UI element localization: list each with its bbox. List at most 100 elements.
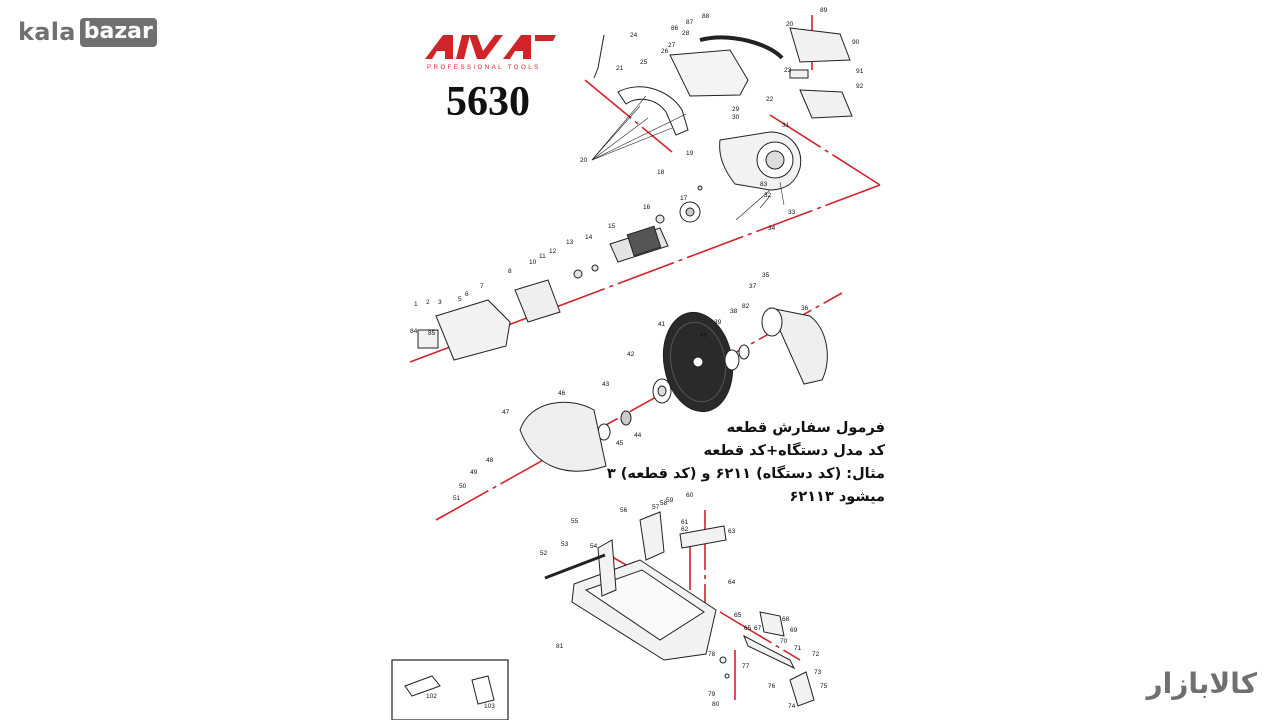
accessory-box [391, 659, 509, 720]
part-label: 48 [486, 457, 494, 464]
part-label: 86 [671, 25, 679, 32]
brand-logo: PROFESSIONAL TOOLS [425, 35, 556, 71]
part-label: 58 [660, 500, 668, 507]
part-label: 6 [465, 291, 469, 298]
part-label: 43 [602, 381, 610, 388]
part-label: 16 [643, 204, 651, 211]
part-label: 78 [708, 651, 716, 658]
blade-guard [519, 307, 828, 472]
model-number: 5630 [446, 79, 530, 125]
part-label: 64 [728, 579, 736, 586]
part-label: 72 [812, 651, 820, 658]
part-label: 62 [681, 526, 689, 533]
part-label: 80 [712, 701, 720, 708]
part-label: 39 [714, 319, 722, 326]
part-label: 5 [458, 296, 462, 303]
part-label: 87 [686, 19, 694, 26]
armature [514, 185, 703, 323]
part-label: 52 [540, 550, 548, 557]
part-label: 103 [484, 703, 495, 710]
part-label: 46 [558, 390, 566, 397]
order-formula: فرمول سفارش قطعه کد مدل دستگاه+کد قطعه م… [600, 417, 885, 509]
part-label: 90 [852, 39, 860, 46]
part-label: 21 [616, 65, 624, 72]
part-label: 69 [790, 627, 798, 634]
part-label: 23 [784, 67, 792, 74]
part-label: 91 [856, 68, 864, 75]
part-label: 102 [426, 693, 437, 700]
part-number-labels: 24 25 21 20 26 27 86 87 28 88 89 20 90 2… [410, 7, 864, 710]
part-label: 74 [788, 703, 796, 710]
part-label: 60 [686, 492, 694, 499]
switch-box [789, 27, 853, 119]
part-label: 59 [666, 497, 674, 504]
part-label: 50 [459, 483, 467, 490]
brand-tagline: PROFESSIONAL TOOLS [427, 64, 541, 71]
part-label: 88 [702, 13, 710, 20]
part-label: 61 [681, 519, 689, 526]
part-label: 83 [760, 181, 768, 188]
part-label: 70 [780, 638, 788, 645]
brand-logo-mark [425, 35, 556, 59]
part-label: 25 [640, 59, 648, 66]
part-label: 24 [630, 32, 638, 39]
part-label: 30 [732, 114, 740, 121]
part-label: 73 [814, 669, 822, 676]
part-label: 15 [608, 223, 616, 230]
part-label: 17 [680, 195, 688, 202]
part-label: 12 [549, 248, 557, 255]
part-label: 10 [529, 259, 537, 266]
part-label: 82 [742, 303, 750, 310]
site-logo-text-left: kala [18, 18, 76, 46]
part-label: 68 [782, 616, 790, 623]
part-label: 11 [539, 253, 546, 260]
leader-lines [591, 95, 785, 221]
part-label: 28 [682, 30, 690, 37]
order-formula-result: میشود ۶۲۱۱۳ [789, 489, 886, 505]
part-label: 47 [502, 409, 510, 416]
site-logo[interactable]: kala bazar [18, 17, 157, 47]
part-label: 57 [652, 504, 660, 511]
order-formula-example: مثال: (کد دستگاه) ۶۲۱۱ و (کد قطعه) ۳ [606, 466, 885, 482]
part-label: 27 [668, 42, 676, 49]
part-label: 56 [620, 507, 628, 514]
motor-housing [417, 131, 802, 361]
part-label: 85 [428, 330, 436, 337]
part-label: 45 [616, 440, 624, 447]
part-label: 65 [744, 625, 752, 632]
part-label: 29 [732, 106, 740, 113]
part-label: 36 [801, 305, 809, 312]
part-label: 20 [786, 21, 794, 28]
part-label: 75 [820, 683, 828, 690]
part-label: 89 [820, 7, 828, 14]
part-label: 40 [700, 332, 708, 339]
part-label: 44 [634, 432, 642, 439]
part-label: 20 [580, 157, 588, 164]
part-label: 7 [480, 283, 484, 290]
handle-assembly [593, 34, 784, 136]
part-label: 55 [571, 518, 579, 525]
part-label: 79 [708, 691, 716, 698]
order-formula-title: فرمول سفارش قطعه [726, 420, 885, 436]
part-label: 19 [686, 150, 694, 157]
part-label: 65 [734, 612, 742, 619]
part-label: 33 [788, 209, 796, 216]
part-label: 51 [453, 495, 461, 502]
part-label: 1 [414, 301, 418, 308]
base-plate [544, 511, 727, 661]
part-label: 54 [590, 543, 598, 550]
cutting-disc [662, 311, 734, 413]
part-label: 77 [742, 663, 750, 670]
part-label: 84 [410, 328, 418, 335]
part-label: 81 [556, 643, 564, 650]
order-formula-rule: کد مدل دستگاه+کد قطعه [703, 443, 886, 459]
part-label: 49 [470, 469, 478, 476]
part-label: 71 [794, 645, 802, 652]
part-label: 35 [762, 272, 770, 279]
part-label: 2 [426, 299, 430, 306]
part-label: 18 [657, 169, 665, 176]
part-label: 8 [508, 268, 512, 275]
part-label: 41 [658, 321, 666, 328]
part-label: 67 [754, 625, 762, 632]
